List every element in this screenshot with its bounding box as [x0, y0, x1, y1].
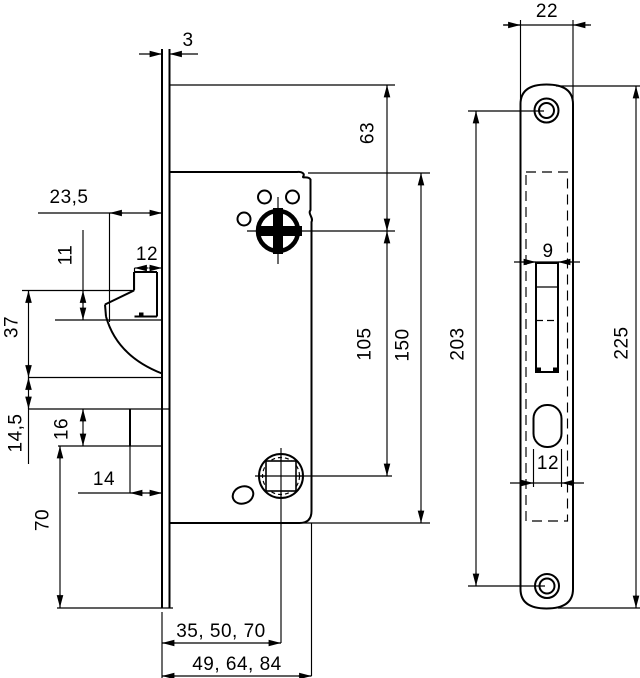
side-view-dimensions: 3 23,5 11 12 37 14,5: [2, 30, 425, 678]
latch-tip-face: [104, 304, 107, 317]
dim-label-plate-bottom-margin: 70: [33, 509, 54, 531]
latch-bolt-foot-right: [553, 367, 558, 373]
plate-top-rounded-end: [519, 83, 574, 105]
dim-label-latch-bevel: 11: [56, 245, 77, 266]
fixing-hole-1: [257, 189, 272, 205]
latch-bolt-front: [535, 262, 559, 373]
fixing-hole-2: [285, 189, 300, 205]
front-view-faceplate: 22 9 12 203 225: [448, 1, 640, 610]
dim-label-bolt-offset: 14,5: [6, 414, 27, 453]
latch-opening: [535, 262, 559, 373]
dim-label-faceplate-thickness: 3: [182, 30, 193, 51]
dim-label-backset-options: 35, 50, 70: [176, 621, 266, 642]
dim-label-plate-width: 22: [536, 1, 558, 22]
mortise-cutout-dashed: [525, 171, 569, 522]
lock-case-outline: [169, 170, 313, 524]
dim-label-case-depth-options: 49, 64, 84: [192, 654, 282, 675]
dim-label-bolt-thickness: 16: [52, 418, 73, 440]
dim-label-bolt-projection: 14: [93, 469, 115, 490]
latch-bolt-side: [104, 271, 163, 375]
dim-label-screw-hole-centers: 203: [448, 327, 469, 360]
dim-label-latch-opening-width: 9: [542, 241, 553, 262]
front-view-dimensions: 22 9 12 203 225: [448, 1, 640, 609]
plate-bottom-rounded-end: [519, 588, 574, 610]
latch-bevel-arc: [105, 316, 163, 375]
dim-label-key-opening-width: 12: [537, 453, 559, 474]
screw-slot-horizontal: [257, 226, 302, 236]
latch-foot: [139, 312, 144, 317]
dim-label-top-to-spindle: 63: [358, 122, 379, 144]
fixing-hole-3: [236, 211, 252, 227]
key-follower: [231, 453, 304, 505]
spindle-follower: [236, 189, 302, 254]
side-view-lock-case: 3 23,5 11 12 37 14,5: [2, 30, 430, 678]
dim-label-spindle-to-key: 105: [355, 327, 376, 360]
dim-label-latch-to-bolt: 37: [2, 316, 23, 338]
key-opening: [532, 404, 563, 448]
dim-label-plate-length: 225: [612, 326, 633, 359]
latch-bevel: [104, 289, 135, 306]
dim-label-latch-height: 12: [136, 244, 158, 265]
dim-label-latch-projection: 23,5: [50, 187, 89, 208]
oval-hole: [231, 485, 255, 505]
dim-label-case-height: 150: [393, 328, 414, 361]
latch-bolt-foot-left: [536, 367, 541, 373]
